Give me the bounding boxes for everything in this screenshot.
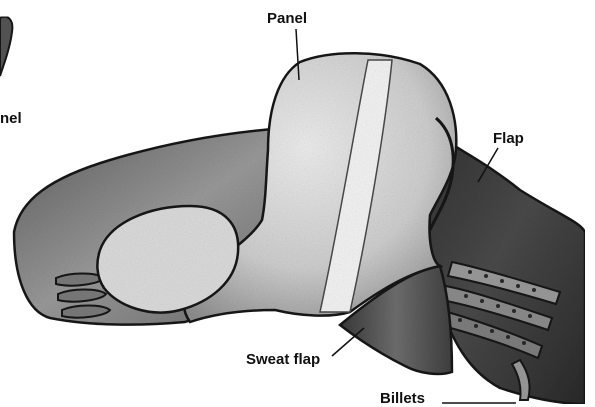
adjacent-saddle-fragment: [0, 17, 12, 76]
label-sweat-flap: Sweat flap: [246, 352, 320, 367]
label-flap: Flap: [493, 131, 524, 146]
label-panel: Panel: [267, 11, 307, 26]
label-panel-cut: nel: [0, 111, 22, 126]
label-billets: Billets: [380, 391, 425, 406]
